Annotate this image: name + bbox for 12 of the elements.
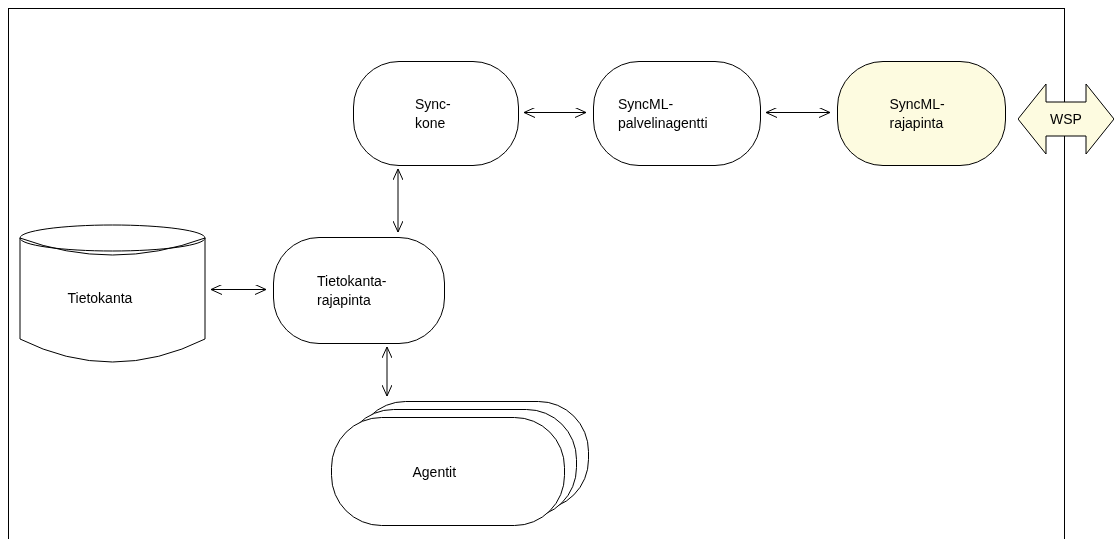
node-label: Agentit bbox=[412, 462, 458, 482]
node-label: SyncML- rajapinta bbox=[889, 94, 946, 133]
double-arrow bbox=[392, 168, 404, 233]
double-arrow bbox=[523, 107, 587, 118]
double-arrow bbox=[210, 284, 267, 295]
node-label: Sync- kone bbox=[415, 94, 452, 133]
node-label: SyncML- palvelinagentti bbox=[618, 94, 709, 133]
double-arrow bbox=[381, 346, 393, 397]
node-label: Tietokanta bbox=[67, 289, 134, 308]
double-arrow bbox=[765, 107, 831, 118]
node-label: WSP bbox=[1049, 109, 1083, 129]
node-label: Tietokanta- rajapinta bbox=[317, 271, 388, 310]
